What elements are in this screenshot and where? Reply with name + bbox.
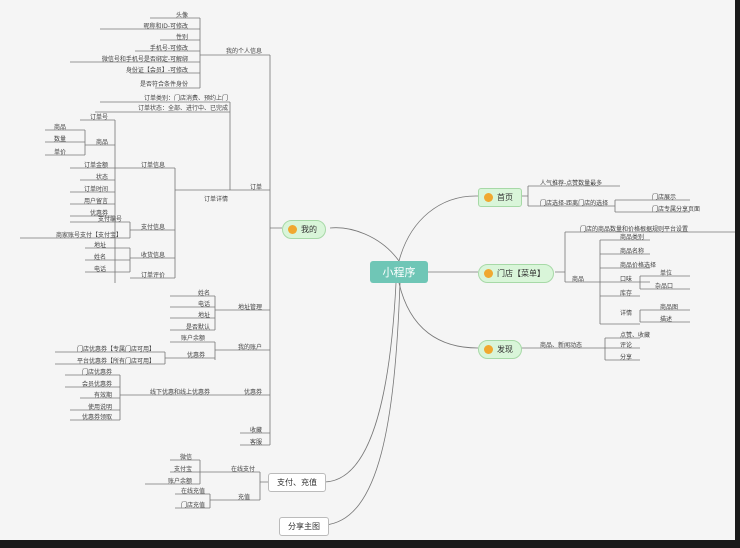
ship-info-item: 地址 bbox=[93, 242, 106, 249]
home-item: 人气推荐-点赞数量最多 bbox=[540, 180, 603, 187]
priority-icon bbox=[288, 225, 297, 234]
ship-info-item: 姓名 bbox=[93, 254, 106, 261]
ship-info-label: 收货信息 bbox=[140, 252, 165, 259]
order-item: 订单状态：全部、进行中、已完成 bbox=[137, 105, 228, 112]
discover-mid: 商品、新闻动态 bbox=[540, 342, 583, 349]
link-home bbox=[398, 195, 479, 262]
pay-info-label: 支付信息 bbox=[140, 224, 165, 231]
payment-node[interactable]: 支付、充值 bbox=[268, 473, 326, 492]
detail-item: 商品图 bbox=[660, 304, 679, 311]
goods-item: 商品价格选择 bbox=[620, 262, 657, 269]
link-share bbox=[324, 282, 401, 526]
store-node[interactable]: 门店【菜单】 bbox=[478, 264, 554, 283]
goods-sub-item: 单价 bbox=[53, 149, 66, 156]
customer-service: 客服 bbox=[249, 439, 262, 446]
mine-label: 我的 bbox=[301, 225, 317, 234]
goods-item: 口味 bbox=[620, 276, 633, 283]
priority-icon bbox=[484, 269, 493, 278]
online-pay-item: 微信 bbox=[179, 454, 192, 461]
taste-item: 单位 bbox=[660, 270, 673, 277]
coupons-mid: 线下优惠和线上优惠券 bbox=[149, 389, 210, 396]
coupon-type: 门店优惠券【专属门店可用】 bbox=[76, 346, 155, 353]
recharge-item: 在线充值 bbox=[180, 488, 205, 495]
order-info-item: 商品 bbox=[95, 139, 108, 146]
discover-item: 评论 bbox=[620, 342, 633, 349]
personal-item: 身份证【会员】-可修改 bbox=[125, 67, 188, 74]
coupons-item: 优惠券领取 bbox=[81, 414, 112, 421]
goods-item: 商品名称 bbox=[620, 248, 645, 255]
coupons-item: 有效期 bbox=[93, 392, 112, 399]
link-discover bbox=[398, 282, 479, 349]
online-pay-item: 账户余额 bbox=[167, 478, 192, 485]
order-eval: 订单评价 bbox=[140, 272, 165, 279]
personal-item: 微信号和手机号是否绑定-可解绑 bbox=[101, 56, 188, 63]
favorites: 收藏 bbox=[249, 427, 262, 434]
order-info-item: 优惠券 bbox=[89, 210, 108, 217]
order-info-item: 订单时间 bbox=[83, 186, 108, 193]
recharge-label: 充值 bbox=[237, 494, 250, 501]
discover-node[interactable]: 发现 bbox=[478, 340, 522, 359]
home-label: 首页 bbox=[497, 193, 513, 202]
order-info-label: 订单信息 bbox=[140, 162, 165, 169]
pay-info-item: 支付编号 bbox=[97, 216, 122, 223]
address-item: 地址 bbox=[197, 312, 210, 319]
ship-info-item: 电话 bbox=[93, 266, 106, 273]
address-item: 是否默认 bbox=[185, 324, 210, 331]
goods-sub-item: 商品 bbox=[53, 124, 66, 131]
priority-icon bbox=[484, 345, 493, 354]
account-balance: 账户余额 bbox=[180, 335, 205, 342]
coupons-label: 优惠券 bbox=[243, 389, 262, 396]
personal-item: 手机号-可修改 bbox=[149, 45, 188, 52]
home-item: 门店选择-距离门店的选择 bbox=[540, 200, 609, 207]
coupon-type: 平台优惠券【所有门店可用】 bbox=[76, 358, 155, 365]
taste-item: 杂品口 bbox=[655, 283, 674, 290]
root-node[interactable]: 小程序 bbox=[370, 261, 428, 283]
online-pay-item: 支付宝 bbox=[173, 466, 192, 473]
discover-label: 发现 bbox=[497, 345, 513, 354]
coupons-item: 使用说明 bbox=[87, 404, 112, 411]
discover-item: 点赞、收藏 bbox=[620, 332, 651, 339]
personal-item: 性别 bbox=[175, 34, 188, 41]
link-mine bbox=[329, 227, 400, 262]
goods-sub-item: 数量 bbox=[53, 136, 66, 143]
goods-item: 商品类别 bbox=[620, 234, 645, 241]
home-sub-item: 门店专属分享页面 bbox=[652, 206, 701, 213]
order-detail-label: 订单详情 bbox=[203, 196, 228, 203]
account-coupon: 优惠券 bbox=[186, 352, 205, 359]
store-item: 门店的商品数量和价格根据规则平台设置 bbox=[580, 226, 689, 233]
personal-item: 是否符合条件身份 bbox=[139, 81, 188, 88]
personal-item: 昵称和ID-可修改 bbox=[143, 23, 188, 30]
address-item: 姓名 bbox=[197, 290, 210, 297]
account-label: 我的账户 bbox=[237, 344, 262, 351]
connector-lines bbox=[20, 17, 735, 526]
personal-item: 头像 bbox=[175, 12, 188, 19]
link-pay bbox=[324, 282, 397, 483]
discover-item: 分享 bbox=[620, 354, 633, 361]
order-info-item: 订单号 bbox=[89, 114, 108, 121]
order-info-item: 状态 bbox=[95, 174, 108, 181]
pay-info-item: 商家账号支付【支付宝】 bbox=[55, 232, 122, 239]
share-node[interactable]: 分享主图 bbox=[279, 517, 329, 536]
recharge-item: 门店充值 bbox=[180, 502, 205, 509]
detail-item: 描述 bbox=[660, 316, 673, 323]
personal-label: 我的个人信息 bbox=[225, 48, 262, 55]
coupons-item: 门店优惠券 bbox=[81, 369, 112, 376]
home-sub-item: 门店展示 bbox=[652, 194, 677, 201]
order-label: 订单 bbox=[249, 184, 262, 191]
online-pay-label: 在线支付 bbox=[230, 466, 255, 473]
address-label: 地址管理 bbox=[237, 304, 262, 311]
goods-item: 库存 bbox=[620, 290, 633, 297]
order-item: 订单类别：门店消费、预约上门 bbox=[143, 95, 228, 102]
store-label: 门店【菜单】 bbox=[497, 269, 545, 278]
order-info-item: 用户留言 bbox=[83, 198, 108, 205]
mindmap-canvas: 小程序 首页 人气推荐-点赞数量最多 门店选择-距离门店的选择 门店展示 门店专… bbox=[0, 0, 735, 540]
address-item: 电话 bbox=[197, 301, 210, 308]
mine-node[interactable]: 我的 bbox=[282, 220, 326, 239]
coupons-item: 会员优惠券 bbox=[81, 381, 112, 388]
home-node[interactable]: 首页 bbox=[478, 188, 522, 207]
order-info-item: 订单金额 bbox=[83, 162, 108, 169]
goods-item: 详情 bbox=[620, 310, 633, 317]
priority-icon bbox=[484, 193, 493, 202]
store-goods: 商品 bbox=[572, 276, 585, 283]
